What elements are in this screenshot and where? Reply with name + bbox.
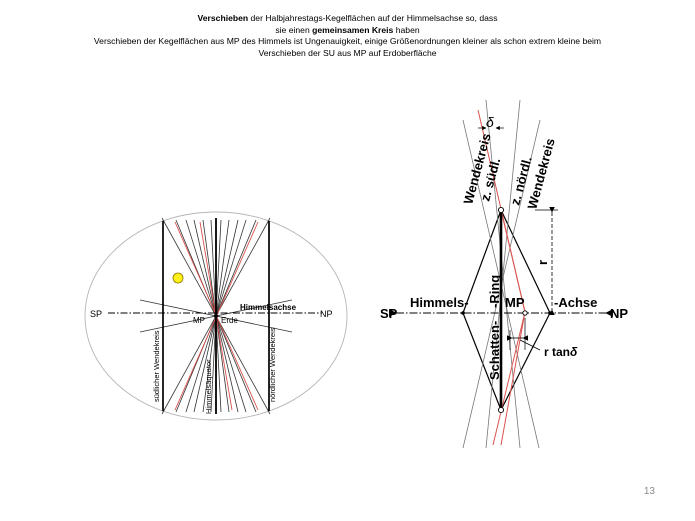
southern-tropic-label: südlicher Wendekreis	[152, 330, 161, 402]
celestial-equator-label: Himmelsäquator	[204, 359, 213, 414]
title-line-4: Verschieben der SU aus MP auf Erdoberflä…	[258, 47, 437, 58]
r-tan-label: r tanδ	[544, 345, 578, 359]
title-line-1: Verschieben der Halbjahrestags-Kegelfläc…	[197, 13, 498, 23]
page-number: 13	[643, 486, 655, 497]
delta-label: δ	[486, 114, 494, 130]
right-mp-label: MP	[505, 295, 525, 310]
left-erde-label: Erde	[221, 316, 238, 325]
slide-title: Verschieben der Halbjahrestags-Kegelfläc…	[20, 13, 675, 59]
left-diagram: SP NP MP Erde Himmelsachse südlicher Wen…	[84, 211, 348, 421]
title-line-2: sie einen gemeinsamen Kreis haben	[275, 24, 420, 35]
right-np-label: NP	[610, 306, 628, 321]
right-himmels-label: Himmels-	[410, 295, 469, 310]
cone-lines	[462, 209, 551, 411]
northern-tropic-label: nördlicher Wendekreis	[268, 327, 277, 402]
sun-icon	[172, 272, 184, 284]
ring-right-point	[548, 311, 552, 315]
celestial-circle	[84, 211, 348, 421]
ring-left-point	[461, 311, 465, 315]
right-diagram: r r tanδ δ Wendekreis z. südl. z. nördl.…	[380, 99, 628, 449]
ring-bottom-point	[497, 406, 505, 414]
r-label: r	[535, 260, 550, 265]
schatten-label: Schatten-	[487, 321, 502, 380]
ring-label: -Ring	[487, 275, 502, 308]
mp-point	[522, 310, 528, 316]
right-achse-label: -Achse	[554, 295, 597, 310]
left-np-label: NP	[320, 309, 333, 319]
left-mp-label: MP	[193, 316, 205, 325]
left-sp-label: SP	[90, 309, 102, 319]
rtan-leader	[519, 339, 541, 351]
title-line-3: Verschieben der Kegelflächen aus MP des …	[93, 36, 602, 47]
left-himmelsachse-label: Himmelsachse	[240, 303, 297, 312]
ring-top-point	[497, 206, 505, 214]
mp-dot-left	[214, 314, 218, 318]
right-sp-label: SP	[380, 306, 398, 321]
